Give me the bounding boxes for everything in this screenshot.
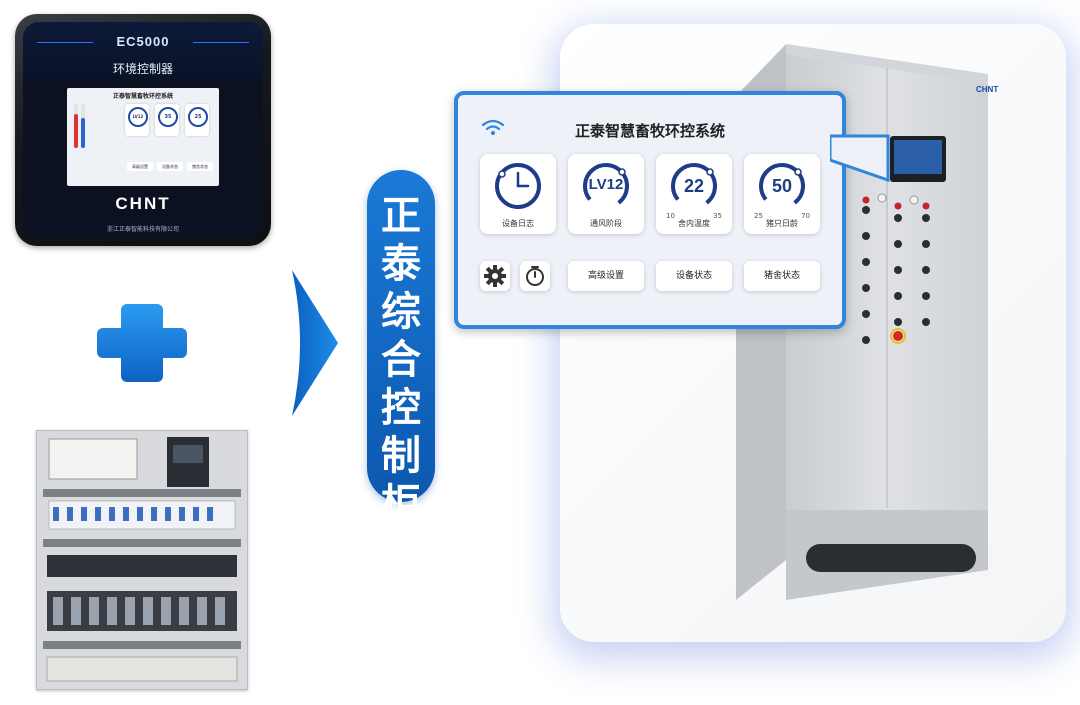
device-subtitle: 环境控制器 — [112, 62, 173, 76]
clock-icon — [495, 163, 541, 209]
device-screen-title: 正泰智慧畜牧环控系统 — [112, 93, 173, 100]
label-char: 合 — [381, 337, 421, 383]
thermometer-bars — [73, 104, 87, 148]
mini-tile-temp: 35 — [155, 104, 179, 136]
label-char: 综 — [381, 289, 421, 335]
timer-icon — [526, 266, 544, 286]
hmi-panel-callout: 正泰智慧畜牧环控系统 50 25 70 猪只日龄 22 10 35 舍内温度 LV1… — [454, 91, 846, 329]
cabinet-brand: CHNT — [976, 85, 998, 94]
plus-icon — [97, 304, 187, 382]
tile-ventilation[interactable]: LV12 通风阶段 — [568, 154, 644, 234]
device-brand: CHNT — [115, 194, 171, 213]
mini-button: 猪舍状态 — [187, 162, 213, 171]
controller-device-image: EC5000 环境控制器 正泰智慧畜牧环控系统 25 35 LV12 猪舍状态 … — [15, 14, 271, 246]
gear-icon — [484, 265, 506, 287]
device-model: EC5000 — [116, 34, 170, 49]
callout-pointer — [830, 134, 890, 183]
gauge-ring-icon — [583, 163, 629, 209]
tile-value: LV12 — [588, 176, 624, 193]
pig-status-button[interactable]: 猪舍状态 — [744, 261, 820, 291]
chevron-right-icon — [292, 270, 338, 416]
cabinet-interior-image — [36, 430, 248, 690]
tile-value: 22 — [683, 176, 705, 196]
mini-tile-age: 25 — [185, 104, 209, 136]
mini-tile-vent: LV12 — [125, 104, 149, 136]
product-name-label: 正 泰 综 合 控 制 柜 — [367, 170, 435, 527]
settings-button[interactable] — [480, 261, 510, 291]
timer-button[interactable] — [520, 261, 550, 291]
device-company: 浙江正泰智能科技有限公司 — [106, 226, 179, 233]
label-char: 泰 — [381, 241, 421, 287]
tile-temperature[interactable]: 22 10 35 舍内温度 — [656, 154, 732, 234]
tile-pig-age[interactable]: 50 25 70 猪只日龄 — [744, 154, 820, 234]
tile-device-log[interactable]: 设备日志 — [480, 154, 556, 234]
advanced-settings-button[interactable]: 高级设置 — [568, 261, 644, 291]
device-status-button[interactable]: 设备状态 — [656, 261, 732, 291]
gauge-ring-icon — [671, 163, 717, 209]
device-screen: 正泰智慧畜牧环控系统 25 35 LV12 猪舍状态 设备状态 高级设置 — [67, 88, 219, 186]
label-char: 制 — [381, 433, 421, 479]
label-char: 控 — [381, 385, 421, 431]
tile-label: 猪只日龄 — [766, 219, 798, 228]
hmi-title: 正泰智慧畜牧环控系统 — [574, 122, 725, 140]
tick-label: 25 — [754, 212, 763, 220]
tile-label: 通风阶段 — [590, 219, 622, 228]
tick-label: 70 — [801, 212, 810, 220]
wifi-icon — [482, 119, 504, 135]
tick-label: 10 — [666, 212, 675, 220]
mini-button: 高级设置 — [127, 162, 153, 171]
label-char: 正 — [381, 193, 421, 239]
mini-button: 设备状态 — [157, 162, 183, 171]
label-char: 柜 — [381, 481, 421, 527]
tile-value: 50 — [771, 176, 793, 196]
tile-label: 设备日志 — [502, 219, 534, 228]
tick-label: 35 — [713, 212, 722, 220]
gauge-ring-icon — [759, 163, 805, 209]
tile-label: 舍内温度 — [678, 219, 710, 228]
